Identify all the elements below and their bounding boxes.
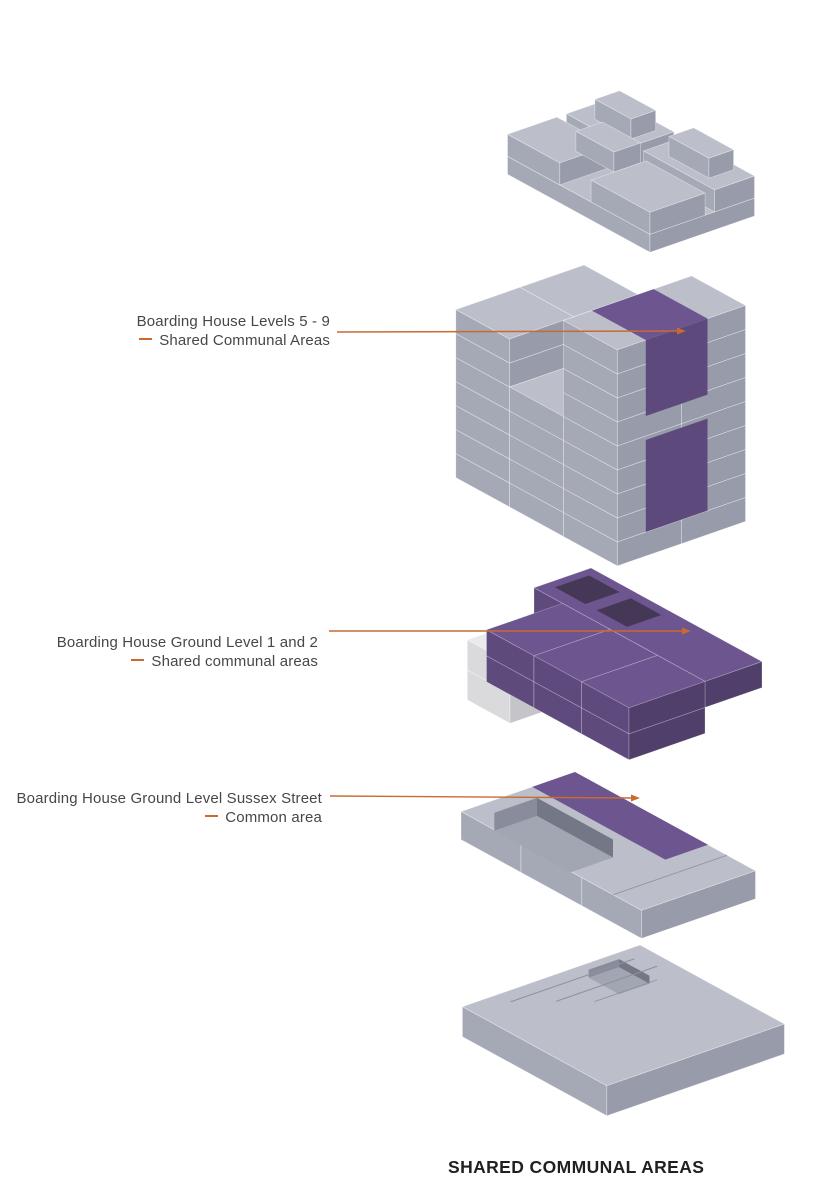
label-ground-sussex-line2: Common area [225, 809, 322, 826]
sussex-common-area-highlight [532, 772, 708, 860]
label-levels-5-9: Boarding House Levels 5 - 9 Shared Commu… [137, 312, 330, 350]
orange-dash-icon [139, 338, 153, 341]
leader-line-ground-sussex [329, 794, 640, 802]
label-ground-sussex-line1: Boarding House Ground Level Sussex Stree… [16, 790, 322, 807]
base-slab-mass [462, 944, 785, 1117]
tower-levels-5-9-mass [455, 264, 746, 567]
label-levels-5-9-line1: Boarding House Levels 5 - 9 [136, 313, 330, 330]
label-ground-1-2-line1: Boarding House Ground Level 1 and 2 [56, 634, 318, 651]
ground-level-1-2-front-mass [486, 603, 706, 761]
ground-level-sussex-mass [460, 771, 756, 939]
leader-lines [329, 327, 691, 802]
leader-line-ground-1-2 [329, 627, 691, 635]
diagram-title: SHARED COMMUNAL AREAS [448, 1157, 705, 1177]
leader-line-levels-5-9 [336, 327, 686, 335]
label-levels-5-9-line2: Shared Communal Areas [159, 332, 330, 349]
orange-dash-icon [131, 659, 145, 662]
orange-dash-icon [205, 815, 219, 818]
levels-5-9-highlight [591, 289, 708, 532]
label-ground-1-2-line2: Shared communal areas [151, 653, 318, 670]
roof-level-mass [507, 90, 755, 253]
label-ground-1-2: Boarding House Ground Level 1 and 2 Shar… [57, 633, 318, 671]
label-ground-sussex: Boarding House Ground Level Sussex Stree… [17, 789, 323, 827]
